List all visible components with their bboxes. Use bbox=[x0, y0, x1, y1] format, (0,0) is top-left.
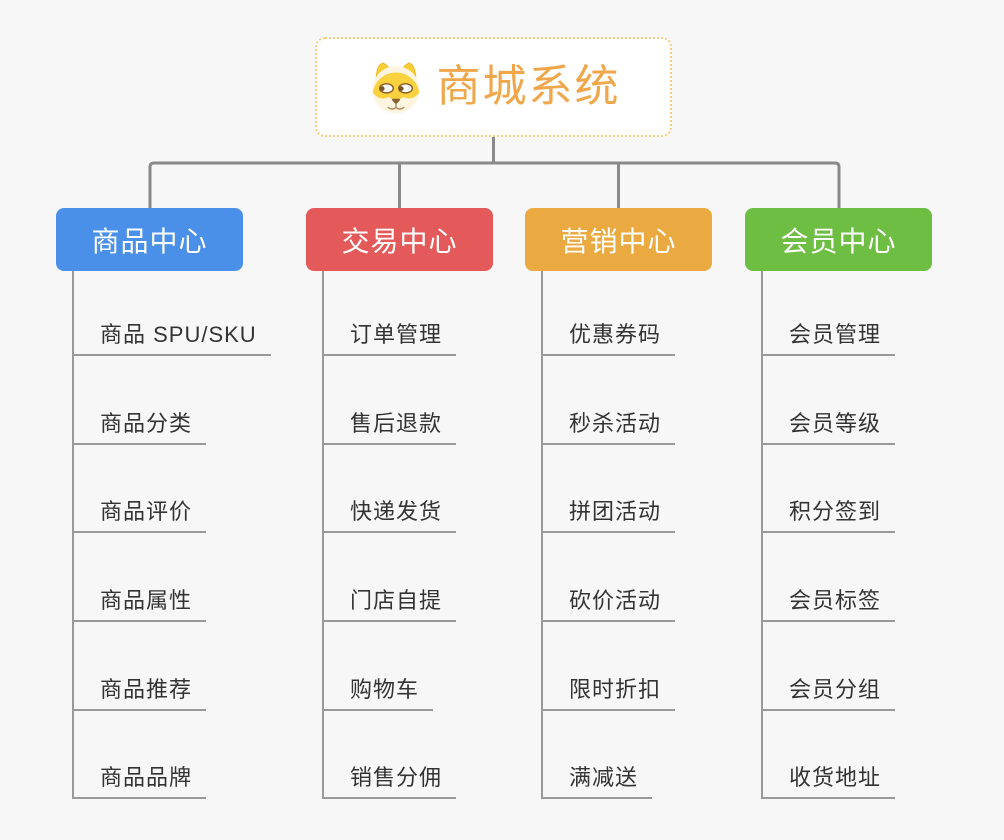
leaf-node[interactable]: 会员管理 bbox=[761, 322, 896, 356]
leaf-row: 购物车 bbox=[322, 622, 526, 711]
leaf-node[interactable]: 收货地址 bbox=[761, 766, 896, 800]
leaf-row: 限时折扣 bbox=[541, 622, 745, 711]
leaf-node[interactable]: 快递发货 bbox=[322, 500, 457, 534]
root-title: 商城系统 bbox=[436, 62, 621, 111]
leaf-list-member-center: 会员管理会员等级积分签到会员标签会员分组收货地址 bbox=[761, 271, 965, 800]
leaf-node[interactable]: 购物车 bbox=[322, 677, 434, 711]
branch-node-product-center[interactable]: 商品中心 bbox=[56, 208, 243, 271]
leaf-node[interactable]: 商品评价 bbox=[72, 500, 207, 534]
leaf-row: 拼团活动 bbox=[541, 445, 745, 534]
leaf-row: 门店自提 bbox=[322, 533, 526, 623]
branch-column-marketing-center: 营销中心优惠券码秒杀活动拼团活动砍价活动限时折扣满减送 bbox=[525, 208, 745, 800]
leaf-node[interactable]: 商品属性 bbox=[72, 588, 207, 623]
leaf-row: 商品品牌 bbox=[72, 711, 276, 800]
leaf-node[interactable]: 积分签到 bbox=[761, 500, 896, 534]
branch-column-member-center: 会员中心会员管理会员等级积分签到会员标签会员分组收货地址 bbox=[745, 208, 965, 800]
leaf-row: 收货地址 bbox=[761, 711, 965, 800]
leaf-node[interactable]: 商品分类 bbox=[72, 411, 207, 445]
leaf-row: 商品 SPU/SKU bbox=[72, 271, 276, 356]
branch-node-member-center[interactable]: 会员中心 bbox=[745, 208, 932, 271]
leaf-row: 订单管理 bbox=[322, 271, 526, 356]
dog-face-icon bbox=[367, 59, 425, 115]
leaf-row: 商品属性 bbox=[72, 533, 276, 623]
root-node[interactable]: 商城系统 bbox=[315, 37, 672, 137]
leaf-node[interactable]: 满减送 bbox=[541, 766, 653, 800]
leaf-row: 砍价活动 bbox=[541, 533, 745, 623]
leaf-node[interactable]: 砍价活动 bbox=[541, 588, 676, 623]
leaf-node[interactable]: 订单管理 bbox=[322, 322, 457, 356]
leaf-row: 满减送 bbox=[541, 711, 745, 800]
branch-column-product-center: 商品中心商品 SPU/SKU 商品分类商品评价商品属性商品推荐商品品牌 bbox=[56, 208, 276, 800]
leaf-row: 优惠券码 bbox=[541, 271, 745, 356]
leaf-list-trade-center: 订单管理售后退款快递发货门店自提购物车销售分佣 bbox=[322, 271, 526, 800]
branch-rail-line bbox=[148, 161, 841, 208]
leaf-node[interactable]: 销售分佣 bbox=[322, 766, 457, 800]
leaf-row: 秒杀活动 bbox=[541, 356, 745, 445]
leaf-node[interactable]: 优惠券码 bbox=[541, 322, 676, 356]
leaf-node[interactable]: 门店自提 bbox=[322, 588, 457, 623]
leaf-row: 商品分类 bbox=[72, 356, 276, 445]
branch-node-marketing-center[interactable]: 营销中心 bbox=[525, 208, 712, 271]
leaf-row: 售后退款 bbox=[322, 356, 526, 445]
branch-node-trade-center[interactable]: 交易中心 bbox=[306, 208, 493, 271]
branch-column-trade-center: 交易中心订单管理售后退款快递发货门店自提购物车销售分佣 bbox=[306, 208, 526, 800]
leaf-node[interactable]: 限时折扣 bbox=[541, 677, 676, 711]
leaf-node[interactable]: 会员分组 bbox=[761, 677, 896, 711]
leaf-row: 销售分佣 bbox=[322, 711, 526, 800]
leaf-list-product-center: 商品 SPU/SKU 商品分类商品评价商品属性商品推荐商品品牌 bbox=[72, 271, 276, 800]
leaf-node[interactable]: 商品推荐 bbox=[72, 677, 207, 711]
leaf-node[interactable]: 商品品牌 bbox=[72, 766, 207, 800]
leaf-node[interactable]: 会员等级 bbox=[761, 411, 896, 445]
leaf-node[interactable]: 拼团活动 bbox=[541, 500, 676, 534]
leaf-row: 会员等级 bbox=[761, 356, 965, 445]
leaf-node[interactable]: 售后退款 bbox=[322, 411, 457, 445]
leaf-row: 会员分组 bbox=[761, 622, 965, 711]
leaf-row: 快递发货 bbox=[322, 445, 526, 534]
leaf-row: 商品推荐 bbox=[72, 622, 276, 711]
leaf-list-marketing-center: 优惠券码秒杀活动拼团活动砍价活动限时折扣满减送 bbox=[541, 271, 745, 800]
leaf-node[interactable]: 秒杀活动 bbox=[541, 411, 676, 445]
leaf-row: 会员标签 bbox=[761, 533, 965, 623]
leaf-node[interactable]: 会员标签 bbox=[761, 588, 896, 623]
leaf-row: 商品评价 bbox=[72, 445, 276, 534]
leaf-row: 会员管理 bbox=[761, 271, 965, 356]
leaf-node[interactable]: 商品 SPU/SKU bbox=[72, 322, 271, 356]
leaf-row: 积分签到 bbox=[761, 445, 965, 534]
